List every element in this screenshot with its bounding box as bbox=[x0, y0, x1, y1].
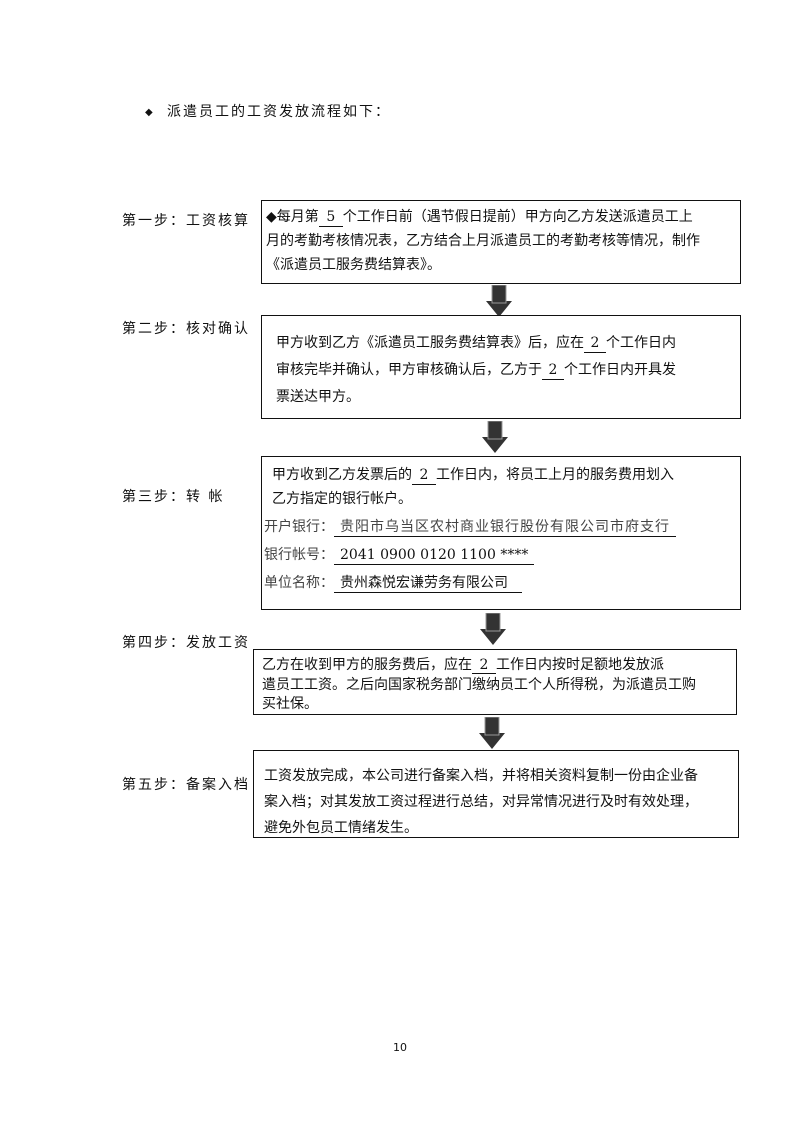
step-5-box: 工资发放完成，本公司进行备案入档，并将相关资料复制一份由企业备 案入档；对其发放… bbox=[253, 750, 739, 838]
down-arrow-icon bbox=[482, 421, 508, 453]
step-2-label: 第二步：核对确认 bbox=[122, 321, 250, 337]
bank-name-value: 贵阳市乌当区农村商业银行股份有限公司市府支行 bbox=[334, 518, 676, 537]
step-4-line-2: 遣员工工资。之后向国家税务部门缴纳员工个人所得税，为派遣员工购 bbox=[262, 677, 696, 693]
step-5-line-1: 工资发放完成，本公司进行备案入档，并将相关资料复制一份由企业备 bbox=[264, 768, 698, 784]
company-row: 单位名称：贵州森悦宏谦劳务有限公司 bbox=[264, 569, 740, 597]
review-days: 2 bbox=[584, 334, 606, 353]
step-1-line-2: 月的考勤考核情况表，乙方结合上月派遣员工的考勤考核等情况，制作 bbox=[266, 233, 700, 249]
account-row: 银行帐号：2041 0900 0120 1100 **** bbox=[264, 541, 740, 569]
account-value: 2041 0900 0120 1100 **** bbox=[334, 546, 535, 565]
down-arrow-icon bbox=[486, 285, 512, 317]
down-arrow-icon bbox=[480, 613, 506, 645]
page-number: 10 bbox=[393, 1041, 407, 1054]
step-3-label: 第三步：转 帐 bbox=[122, 489, 225, 505]
step-5-line-2: 案入档；对其发放工资过程进行总结，对异常情况进行及时有效处理， bbox=[264, 794, 698, 810]
transfer-days: 2 bbox=[412, 466, 436, 485]
step-5-line-3: 避免外包员工情绪发生。 bbox=[264, 820, 418, 836]
company-value: 贵州森悦宏谦劳务有限公司 bbox=[334, 574, 522, 593]
step-1-line-3: 《派遣员工服务费结算表》。 bbox=[266, 257, 441, 273]
step-4-line-3: 买社保。 bbox=[262, 696, 318, 712]
payroll-days: 2 bbox=[472, 657, 496, 674]
step-5-label: 第五步：备案入档 bbox=[122, 777, 250, 793]
diamond-bullet-icon: ◆ bbox=[145, 107, 155, 118]
invoice-days: 2 bbox=[542, 361, 564, 380]
step-4-label: 第四步：发放工资 bbox=[122, 635, 250, 651]
step-1-label: 第一步：工资核算 bbox=[122, 213, 250, 229]
step-3-line-2: 乙方指定的银行帐户。 bbox=[272, 491, 412, 507]
workday-count: 5 bbox=[318, 208, 343, 227]
step-2-line-3: 票送达甲方。 bbox=[276, 389, 360, 405]
bank-name-row: 开户银行：贵阳市乌当区农村商业银行股份有限公司市府支行 bbox=[264, 513, 740, 541]
section-heading: ◆ 派遣员工的工资发放流程如下： bbox=[145, 101, 391, 121]
down-arrow-icon bbox=[479, 717, 505, 749]
heading-text: 派遣员工的工资发放流程如下： bbox=[167, 104, 391, 120]
